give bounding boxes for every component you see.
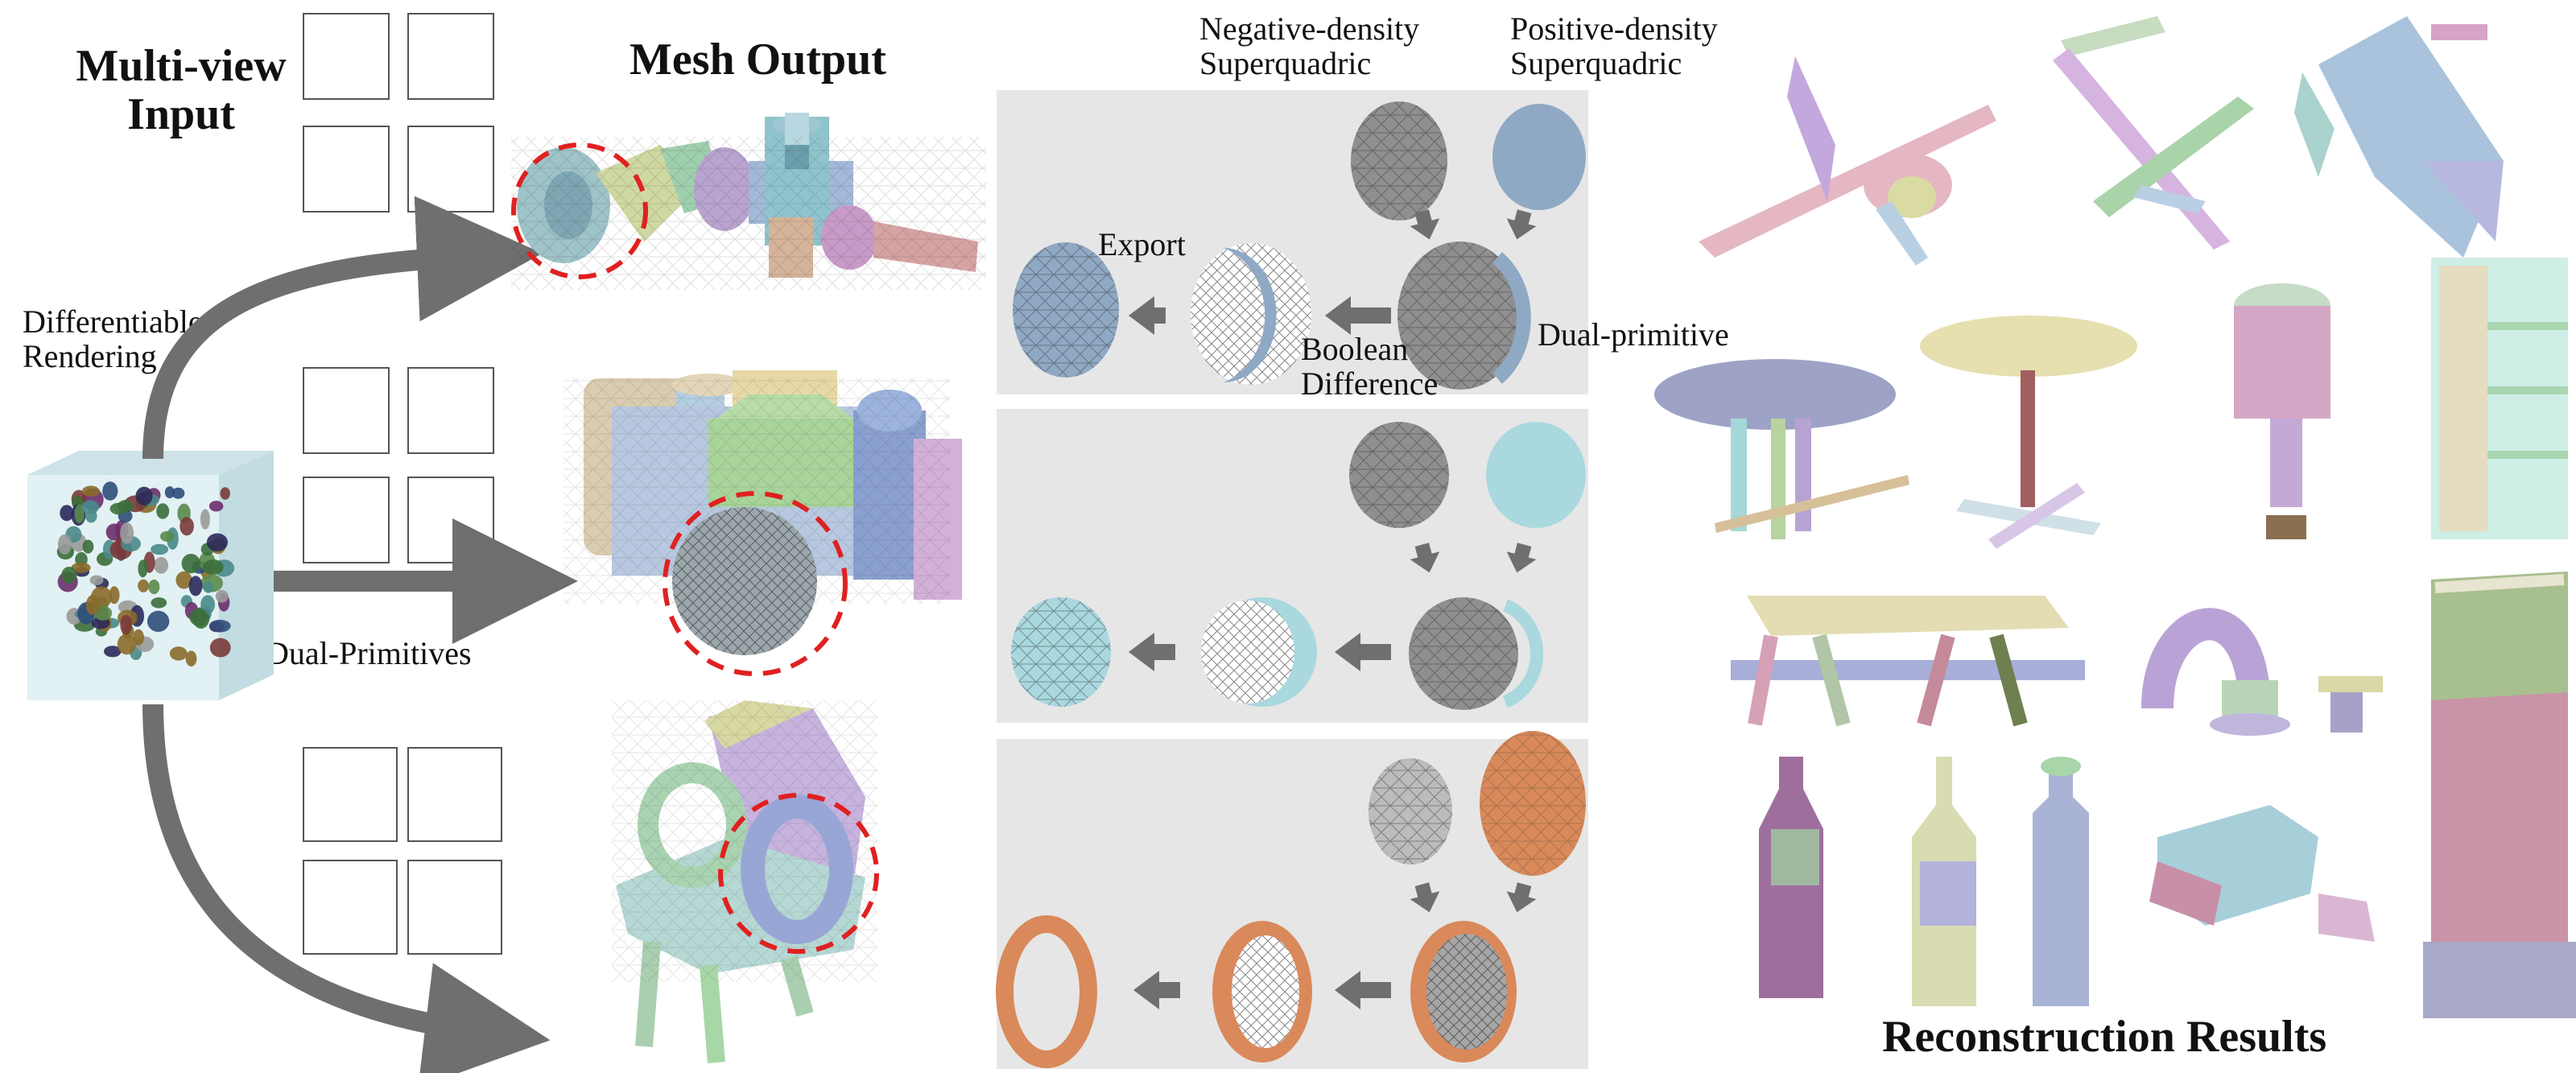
chair-mesh xyxy=(612,700,877,1063)
primitive-blob xyxy=(148,580,160,595)
dual-primitives-label: Dual-Primitives xyxy=(266,635,472,671)
input-view-thumb xyxy=(407,367,494,454)
primitive-blob xyxy=(203,559,224,575)
differentiable-rendering-label: Differentiable Rendering xyxy=(23,304,203,373)
primitive-blob xyxy=(135,486,153,506)
input-view-thumb xyxy=(407,860,502,955)
input-view-thumb xyxy=(407,13,494,100)
input-view-thumb xyxy=(303,126,390,213)
primitive-blob xyxy=(147,610,170,633)
primitive-blob xyxy=(138,579,150,592)
primitive-blob xyxy=(171,487,185,499)
primitive-blob xyxy=(151,543,169,555)
primitive-blob xyxy=(117,633,136,655)
negative-density-line-2: Superquadric xyxy=(1199,45,1372,82)
primitive-blob xyxy=(120,614,133,635)
panel-primitives xyxy=(996,101,1586,1068)
primitive-blob xyxy=(82,539,94,554)
primitive-blob xyxy=(189,609,208,626)
primitive-blob xyxy=(180,517,194,536)
primitive-blob xyxy=(120,522,134,544)
primitive-blob xyxy=(154,557,169,574)
primitive-blob xyxy=(200,595,215,614)
primitive-blob xyxy=(175,571,192,589)
positive-density-line-2: Superquadric xyxy=(1510,45,1682,82)
input-view-thumb xyxy=(303,860,398,955)
input-view-thumb xyxy=(303,367,390,454)
primitive-blob xyxy=(85,595,100,615)
highlight-circles xyxy=(511,142,879,954)
multi-view-input-line-1: Multi-view xyxy=(76,41,287,91)
panel-arrows xyxy=(1129,209,1537,1009)
primitive-blob xyxy=(81,485,100,497)
primitive-blob xyxy=(220,487,230,500)
export-label: Export xyxy=(1098,226,1186,262)
positive-density-line-1: Positive-density xyxy=(1510,10,1718,47)
primitive-cloud-cube xyxy=(27,451,274,700)
primitive-blob xyxy=(151,597,167,609)
primitive-blob xyxy=(208,619,231,633)
primitive-blob xyxy=(102,481,118,501)
primitive-blob xyxy=(61,567,77,584)
primitive-blob xyxy=(138,559,148,578)
primitive-blob xyxy=(169,646,188,661)
process-arrows xyxy=(142,196,578,1073)
input-view-thumb xyxy=(407,747,502,842)
primitive-blob xyxy=(164,486,175,499)
primitive-blob xyxy=(200,509,210,530)
negative-density-line-1: Negative-density xyxy=(1199,10,1420,47)
primitive-blob xyxy=(105,523,122,541)
primitive-blob xyxy=(209,638,231,658)
dual-primitive-label: Dual-primitive xyxy=(1538,316,1729,353)
primitive-blob xyxy=(109,586,120,605)
camera-mesh xyxy=(564,370,962,655)
primitive-blob xyxy=(104,646,122,658)
primitive-blob xyxy=(188,576,203,596)
primitive-blob xyxy=(71,562,91,573)
multi-view-input-title: Multi-view Input xyxy=(64,42,298,139)
reconstruction-objects xyxy=(1654,16,2576,1018)
multi-view-input-line-2: Input xyxy=(127,89,235,140)
primitive-blob xyxy=(74,504,85,524)
differentiable-rendering-line-1: Differentiable xyxy=(23,303,203,340)
primitive-blob xyxy=(208,501,224,512)
input-view-thumb xyxy=(303,13,390,100)
primitive-blob xyxy=(133,629,145,646)
primitive-blob xyxy=(156,503,170,519)
primitive-blob xyxy=(81,500,100,514)
boolean-difference-label: Boolean Difference xyxy=(1301,332,1438,401)
primitive-blob xyxy=(206,533,228,552)
primitive-blob xyxy=(159,530,175,542)
reconstruction-results-title: Reconstruction Results xyxy=(1882,1012,2327,1062)
primitive-blob xyxy=(57,534,72,555)
input-view-thumb xyxy=(303,747,398,842)
primitive-blob xyxy=(215,589,229,603)
boolean-difference-line-2: Difference xyxy=(1301,365,1439,402)
positive-density-label: Positive-density Superquadric xyxy=(1510,11,1718,80)
input-view-thumb xyxy=(303,477,390,563)
primitive-blob xyxy=(181,554,200,574)
primitive-blob xyxy=(60,505,74,522)
primitive-blob xyxy=(185,650,197,666)
negative-density-label: Negative-density Superquadric xyxy=(1199,11,1419,80)
primitive-blob xyxy=(203,581,214,593)
differentiable-rendering-line-2: Rendering xyxy=(23,338,157,375)
primitive-blob xyxy=(89,575,104,585)
mesh-output-title: Mesh Output xyxy=(630,35,886,85)
boolean-difference-line-1: Boolean xyxy=(1301,331,1409,367)
primitive-blob xyxy=(109,502,129,515)
robot-arm-mesh xyxy=(511,113,986,290)
